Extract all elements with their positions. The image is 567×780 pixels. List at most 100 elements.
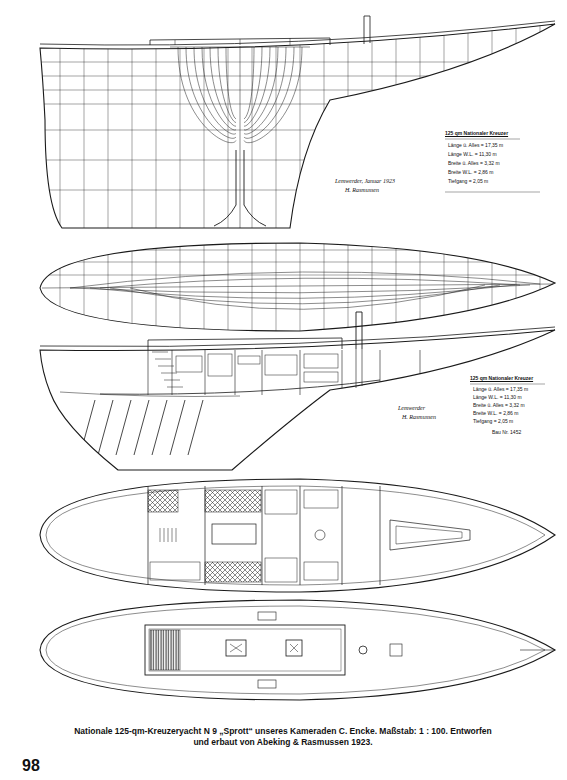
interior-profile bbox=[356, 349, 362, 388]
deck-plan bbox=[149, 629, 341, 671]
grid-lines bbox=[30, 250, 560, 251]
grid-lines bbox=[276, 240, 277, 335]
body-plan bbox=[218, 47, 236, 123]
grid-lines bbox=[540, 20, 541, 230]
interior-profile bbox=[40, 312, 555, 470]
cabin-interior bbox=[238, 356, 260, 364]
half-breadth-plan bbox=[70, 285, 530, 293]
cabin-layout bbox=[172, 528, 173, 542]
cabin-interior bbox=[116, 400, 131, 455]
lines-profile bbox=[40, 21, 555, 45]
grid-lines bbox=[30, 62, 560, 63]
cabin-interior bbox=[262, 350, 263, 395]
cabin-layout bbox=[150, 562, 200, 580]
deck-plan bbox=[290, 644, 298, 652]
cabin-layout bbox=[164, 528, 165, 542]
body-plan bbox=[214, 150, 236, 226]
body-plan bbox=[244, 47, 262, 123]
cabin-layout bbox=[148, 486, 470, 585]
table-row: Länge W.L. = 11,30 m bbox=[448, 152, 497, 158]
body-plan bbox=[170, 47, 310, 48]
table-row: Tiefgang = 2,05 m bbox=[448, 179, 488, 185]
cabin-layout bbox=[380, 486, 381, 585]
cabin-interior bbox=[167, 387, 183, 388]
cabin-layout bbox=[160, 528, 161, 542]
grid-lines bbox=[516, 20, 517, 230]
table-row: Breite ü. Alles = 3,32 m bbox=[473, 403, 525, 409]
lines-profile bbox=[445, 139, 540, 192]
table-row: Breite W.L. = 2,86 m bbox=[448, 170, 493, 176]
grid-lines bbox=[132, 20, 133, 230]
cabin-interior bbox=[380, 350, 381, 395]
cabin-interior bbox=[158, 366, 174, 367]
table-row: Breite ü. Alles = 3,32 m bbox=[448, 161, 500, 167]
half-breadth-plan bbox=[40, 243, 555, 331]
grid-lines bbox=[300, 20, 301, 230]
grid-lines bbox=[300, 240, 301, 335]
grid-lines bbox=[492, 20, 493, 230]
cabin-interior bbox=[304, 354, 338, 368]
grid-lines bbox=[324, 240, 325, 335]
half-breadth-plan bbox=[30, 240, 560, 335]
cabin-layout bbox=[315, 530, 325, 540]
accommodation-plan bbox=[40, 479, 555, 592]
cabin-layout bbox=[148, 490, 178, 512]
deck-plan bbox=[40, 600, 555, 700]
cabin-interior bbox=[265, 355, 297, 375]
body-plan bbox=[244, 47, 278, 130]
cabin-layout bbox=[205, 562, 261, 582]
half-breadth-plan bbox=[110, 285, 500, 304]
interior-profile bbox=[40, 327, 555, 347]
grid-lines bbox=[540, 240, 541, 335]
interior-profile bbox=[148, 338, 342, 350]
lines-profile bbox=[40, 24, 555, 228]
grid-lines bbox=[30, 262, 560, 263]
grid-lines bbox=[420, 20, 421, 230]
cabin-interior bbox=[152, 400, 167, 455]
cabin-interior bbox=[98, 400, 113, 455]
caption: Nationale 125-qm-Kreuzeryacht N 9 „Sprot… bbox=[68, 726, 498, 749]
cabin-layout bbox=[262, 486, 263, 585]
grid-lines bbox=[204, 240, 205, 335]
cabin-interior bbox=[80, 400, 95, 455]
half-breadth-plan bbox=[90, 285, 515, 298]
cabin-interior bbox=[304, 372, 338, 382]
table-heading: 125 qm Nationaler Kreuzer bbox=[445, 131, 508, 137]
grid-lines bbox=[372, 240, 373, 335]
cabin-layout bbox=[168, 528, 169, 542]
table-note: Bau Nr. 1452 bbox=[492, 430, 521, 436]
deck-plan bbox=[286, 640, 302, 656]
grid-lines bbox=[30, 240, 560, 335]
lines-profile bbox=[364, 16, 370, 44]
body-plan bbox=[244, 47, 254, 119]
grid-lines bbox=[348, 20, 349, 230]
body-plan bbox=[178, 47, 236, 143]
body-plan bbox=[244, 47, 294, 138]
body-plan bbox=[244, 47, 270, 126]
grid-lines bbox=[228, 240, 229, 335]
grid-lines bbox=[60, 20, 61, 230]
cabin-interior bbox=[172, 350, 173, 395]
cabin-layout bbox=[396, 526, 462, 544]
deck-plan bbox=[520, 650, 555, 651]
cabin-interior bbox=[235, 350, 236, 395]
signature: H. Rasmussen bbox=[345, 187, 379, 194]
lines-profile bbox=[30, 16, 560, 230]
interior-profile bbox=[470, 384, 545, 385]
half-breadth-plan bbox=[100, 278, 520, 288]
grid-lines bbox=[30, 90, 560, 91]
cabin-layout bbox=[265, 558, 297, 582]
deck-plan bbox=[359, 646, 367, 654]
grid-lines bbox=[372, 20, 373, 230]
grid-lines bbox=[30, 275, 560, 276]
grid-lines bbox=[156, 240, 157, 335]
cabin-layout bbox=[342, 486, 343, 585]
grid-lines bbox=[60, 240, 61, 335]
page-number: 98 bbox=[22, 757, 40, 775]
accommodation-plan bbox=[46, 486, 545, 585]
deck-plan bbox=[40, 600, 555, 700]
grid-lines bbox=[468, 20, 469, 230]
table-row: Länge ü. Alles = 17,35 m bbox=[473, 387, 528, 393]
interior-profile bbox=[40, 330, 555, 470]
